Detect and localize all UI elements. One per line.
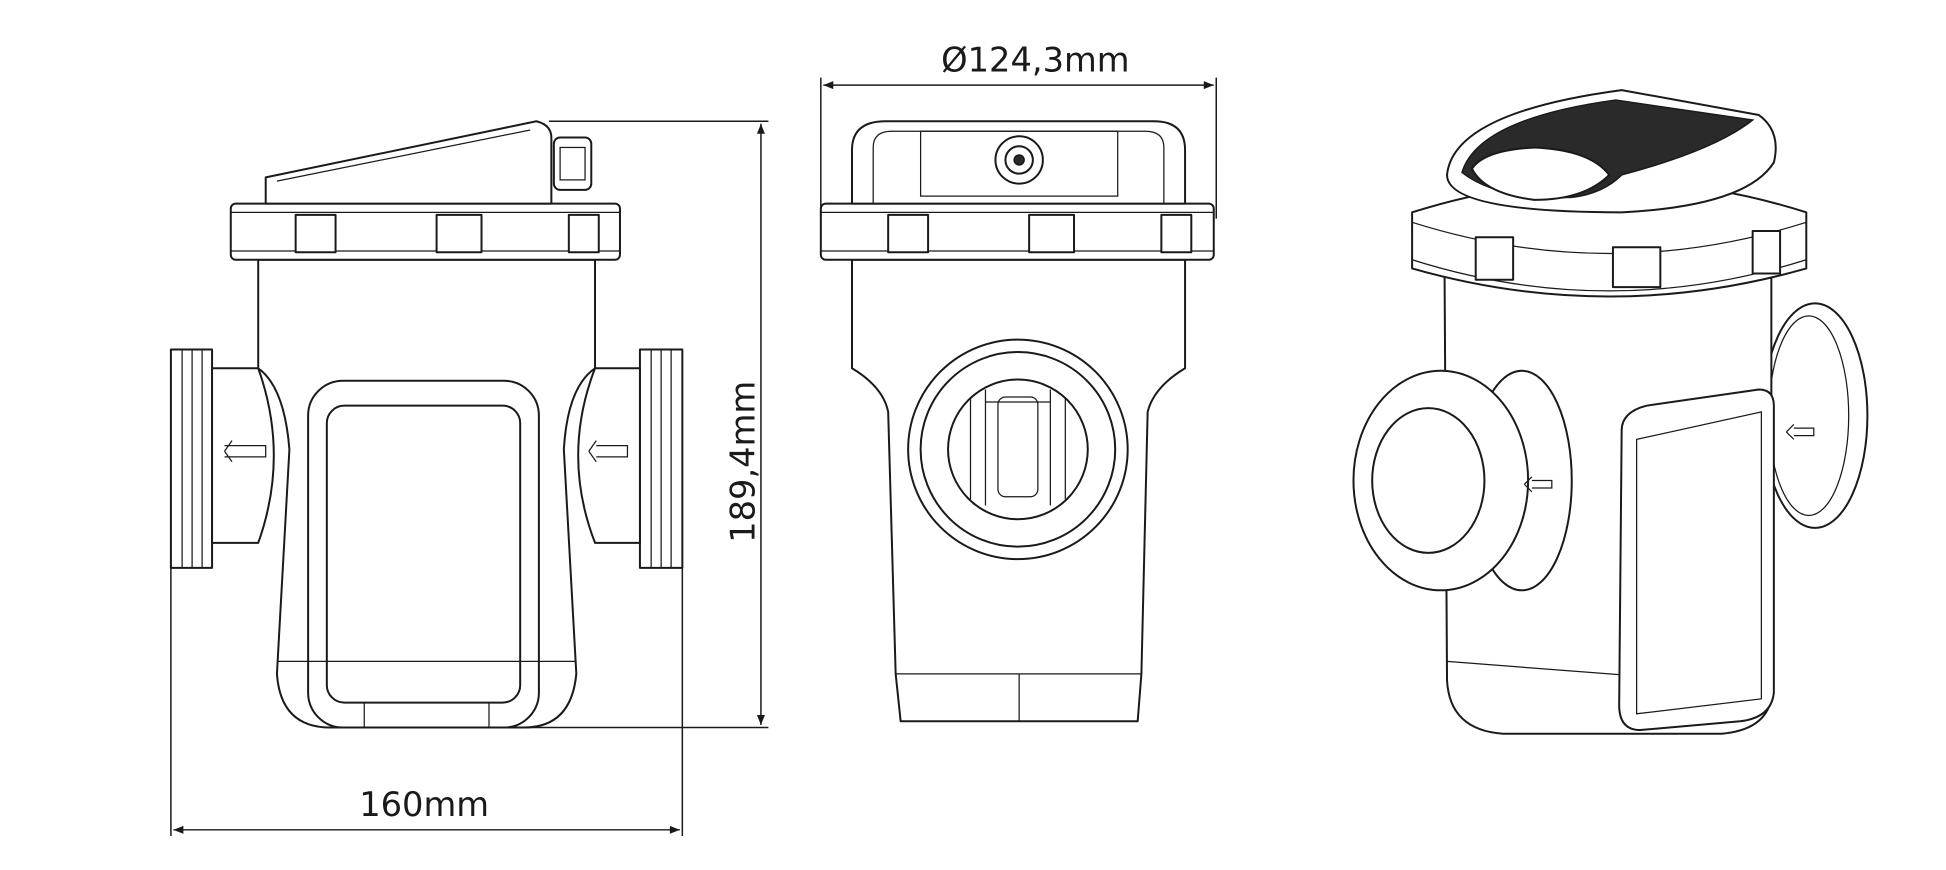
perspective-view bbox=[1352, 89, 1869, 735]
side-view bbox=[169, 120, 684, 729]
diameter-dimension: Ø124,3mm bbox=[820, 40, 1217, 219]
height-dimension: 189,4mm bbox=[511, 120, 769, 729]
filter-basket bbox=[969, 389, 1066, 506]
left-port bbox=[169, 348, 275, 569]
front-view bbox=[819, 120, 1215, 723]
width-dimension: 160mm bbox=[170, 567, 684, 837]
right-port bbox=[577, 348, 684, 569]
diameter-label: Ø124,3mm bbox=[941, 40, 1130, 79]
height-label: 189,4mm bbox=[724, 381, 763, 543]
width-label: 160mm bbox=[359, 785, 489, 824]
